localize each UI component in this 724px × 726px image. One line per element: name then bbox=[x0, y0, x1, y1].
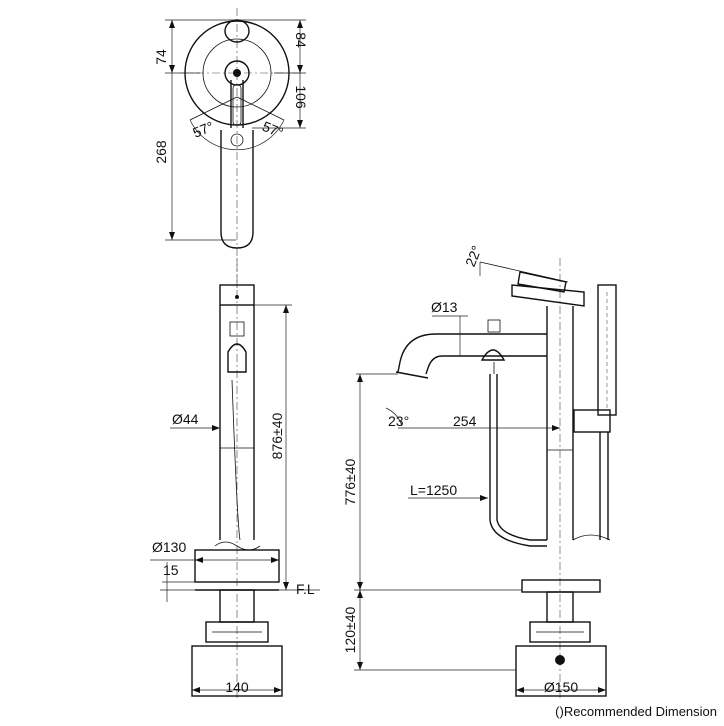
dim-base-thickness: 15 bbox=[163, 562, 179, 578]
dim-spout-reach: 254 bbox=[453, 413, 477, 429]
dim-base-width: 140 bbox=[225, 679, 249, 695]
dim-268: 268 bbox=[153, 140, 169, 164]
footer-note: ()Recommended Dimension bbox=[555, 704, 717, 719]
floor-level-label: F.L bbox=[296, 581, 315, 597]
dim-body-diameter: Ø44 bbox=[172, 411, 199, 427]
front-view: Ø44 876±40 Ø130 15 F.L 140 bbox=[150, 258, 320, 700]
angle-right-57: 57° bbox=[260, 118, 286, 141]
dim-spout-diameter: Ø13 bbox=[431, 299, 458, 315]
angle-left-57: 57° bbox=[190, 118, 216, 141]
dim-below-floor: 120±40 bbox=[342, 606, 358, 653]
dim-74: 74 bbox=[153, 49, 169, 65]
dim-106: 106 bbox=[293, 85, 309, 109]
dim-mount-diameter: Ø150 bbox=[544, 679, 578, 695]
dim-base-diameter: Ø130 bbox=[152, 539, 186, 555]
angle-lever-22: 22° bbox=[462, 243, 485, 269]
dim-84: 84 bbox=[293, 32, 309, 48]
top-view: 74 84 106 268 57° 57° bbox=[153, 8, 309, 290]
side-view: 22° Ø13 23° 254 L=1250 776±40 120±40 Ø15… bbox=[342, 243, 617, 700]
dim-column-height: 876±40 bbox=[269, 412, 285, 459]
dim-side-height: 776±40 bbox=[342, 458, 358, 505]
dim-hose-length: L=1250 bbox=[410, 482, 457, 498]
angle-spout-23: 23° bbox=[388, 413, 409, 429]
